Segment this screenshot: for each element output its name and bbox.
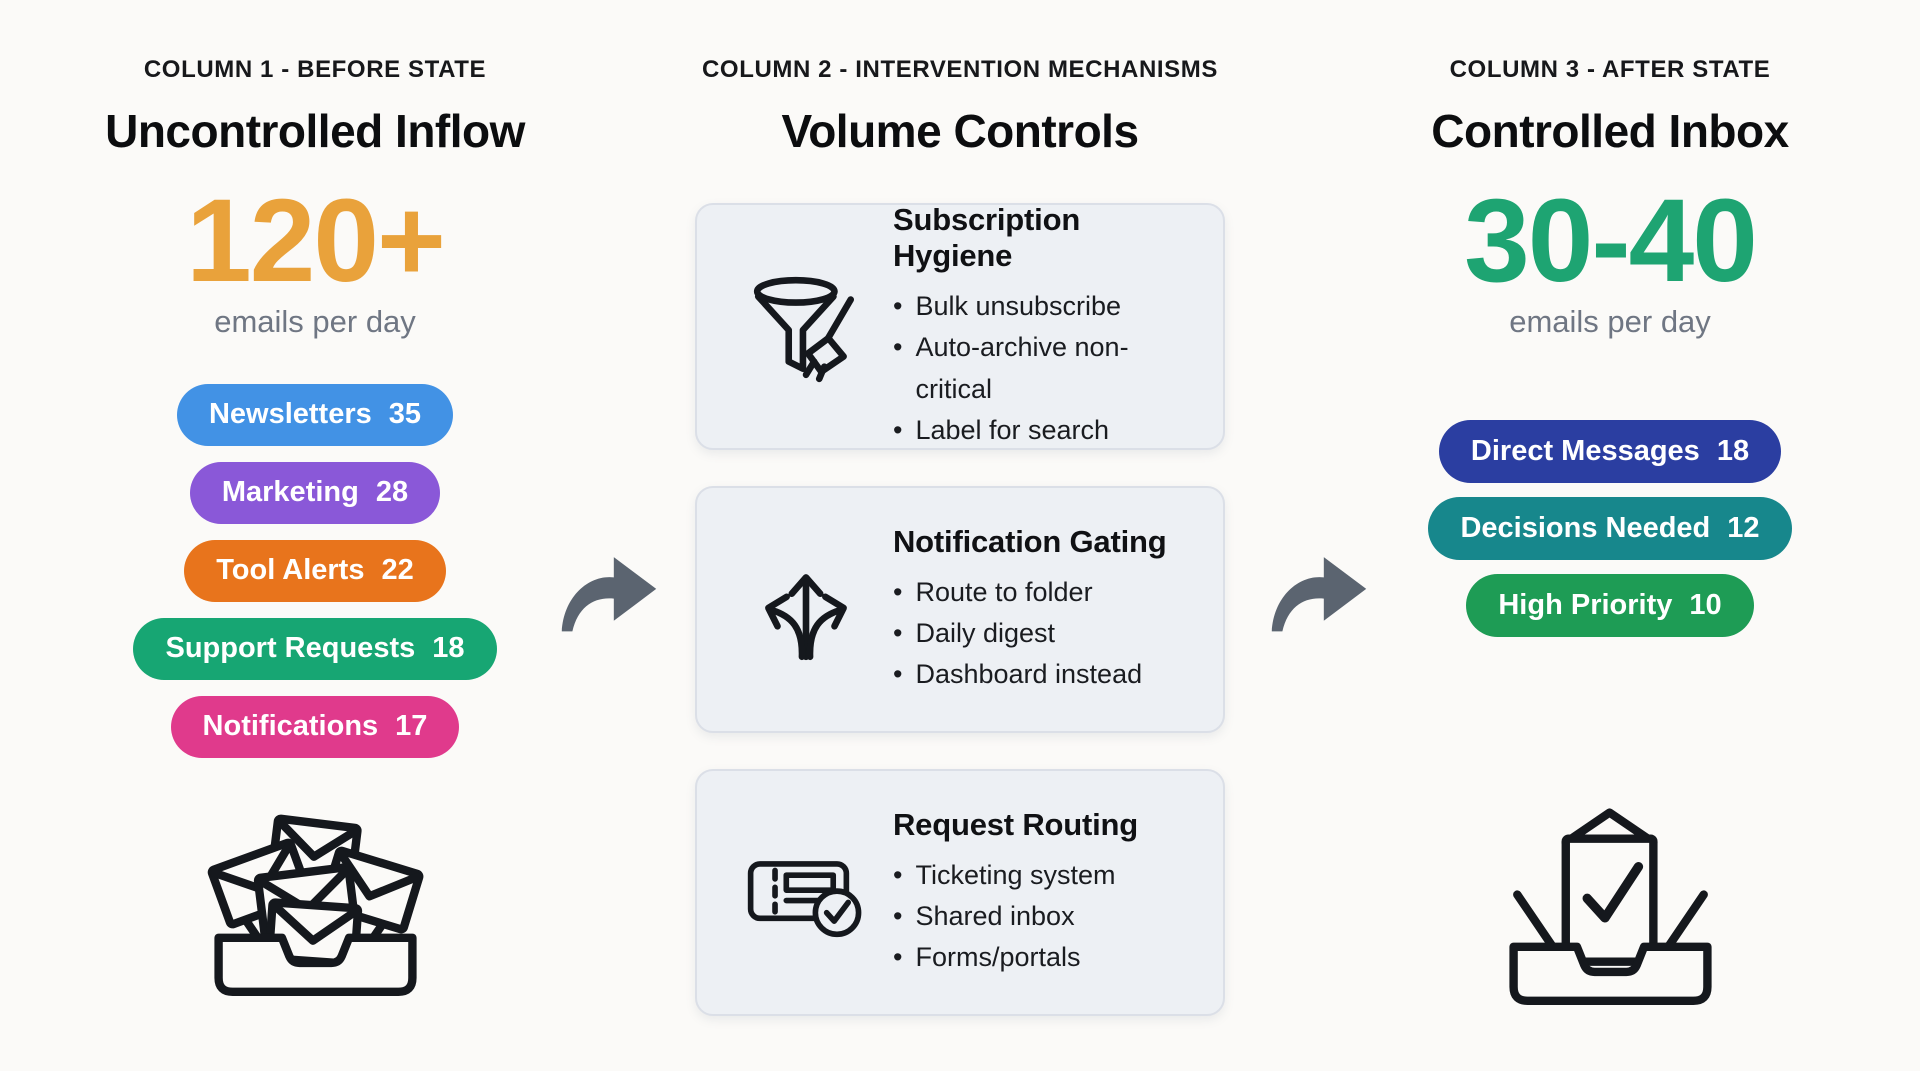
- column-before-state: COLUMN 1 - BEFORE STATE Uncontrolled Inf…: [20, 0, 610, 1071]
- pill-high-priority: High Priority 10: [1466, 573, 1754, 637]
- card-request-routing: Request Routing Ticketing system Shared …: [695, 769, 1225, 1016]
- card-title: Notification Gating: [893, 523, 1167, 559]
- card-bullet: Daily digest: [893, 613, 1197, 654]
- before-category-pills: Newsletters 35 Marketing 28 Tool Alerts …: [133, 383, 497, 758]
- card-bullet: Forms/portals: [893, 937, 1197, 978]
- pill-count: 10: [1689, 588, 1722, 621]
- card-bullet: Route to folder: [893, 572, 1197, 613]
- pill-decisions-needed: Decisions Needed 12: [1428, 496, 1792, 560]
- card-subscription-hygiene: Subscription Hygiene Bulk unsubscribe Au…: [695, 202, 1225, 450]
- pill-marketing: Marketing 28: [189, 461, 441, 524]
- card-bullet-list: Ticketing system Shared inbox Forms/port…: [893, 855, 1197, 978]
- pill-label: Support Requests: [165, 632, 416, 665]
- funnel-broom-icon: [745, 266, 867, 388]
- intervention-cards: Subscription Hygiene Bulk unsubscribe Au…: [695, 202, 1225, 1016]
- card-bullet: Auto-archive non-critical: [893, 327, 1197, 409]
- pill-count: 17: [395, 710, 428, 743]
- pill-newsletters: Newsletters 35: [176, 383, 454, 446]
- before-metric-caption: emails per day: [214, 303, 416, 339]
- column2-title: Volume Controls: [781, 105, 1139, 157]
- after-category-pills: Direct Messages 18 Decisions Needed 12 H…: [1428, 419, 1792, 637]
- column2-kicker: COLUMN 2 - INTERVENTION MECHANISMS: [702, 56, 1218, 83]
- flow-arrow-controls-to-after: [1266, 538, 1372, 636]
- card-bullet: Label for search: [893, 410, 1197, 451]
- pill-label: Marketing: [221, 476, 359, 509]
- pill-count: 18: [432, 632, 465, 665]
- column1-title: Uncontrolled Inflow: [105, 105, 525, 157]
- card-title: Request Routing: [893, 806, 1138, 842]
- pill-count: 28: [375, 476, 409, 509]
- column3-title: Controlled Inbox: [1431, 105, 1789, 157]
- card-bullet: Ticketing system: [893, 855, 1197, 896]
- pill-notifications: Notifications 17: [170, 695, 460, 758]
- card-notification-gating: Notification Gating Route to folder Dail…: [695, 486, 1225, 733]
- card-bullet: Shared inbox: [893, 896, 1197, 937]
- pill-label: Decisions Needed: [1460, 511, 1711, 544]
- pill-count: 35: [388, 398, 422, 431]
- card-bullet-list: Bulk unsubscribe Auto-archive non-critic…: [893, 286, 1197, 450]
- pill-label: Notifications: [202, 710, 379, 743]
- pill-count: 12: [1727, 511, 1760, 544]
- column3-kicker: COLUMN 3 - AFTER STATE: [1449, 56, 1771, 83]
- three-way-arrows-icon: [745, 549, 867, 671]
- ticket-check-icon: [745, 832, 867, 954]
- after-metric-caption: emails per day: [1509, 303, 1711, 339]
- pill-label: Tool Alerts: [216, 554, 365, 587]
- pill-direct-messages: Direct Messages 18: [1438, 419, 1782, 483]
- before-metric-value: 120+: [186, 175, 446, 307]
- flow-arrow-before-to-controls: [556, 538, 662, 636]
- column1-kicker: COLUMN 1 - BEFORE STATE: [143, 56, 487, 83]
- after-metric-value: 30-40: [1464, 175, 1758, 307]
- pill-support-requests: Support Requests 18: [133, 617, 497, 680]
- pill-label: Direct Messages: [1470, 434, 1700, 467]
- column-after-state: COLUMN 3 - AFTER STATE Controlled Inbox …: [1330, 0, 1890, 1071]
- pill-count: 18: [1716, 434, 1750, 467]
- column-intervention-mechanisms: COLUMN 2 - INTERVENTION MECHANISMS Volum…: [660, 0, 1260, 1071]
- overflowing-inbox-icon: [198, 798, 433, 1003]
- card-bullet-list: Route to folder Daily digest Dashboard i…: [893, 572, 1197, 695]
- inbox-check-icon: [1498, 807, 1723, 1012]
- pill-count: 22: [381, 554, 414, 587]
- card-bullet: Dashboard instead: [893, 654, 1197, 695]
- card-bullet: Bulk unsubscribe: [893, 286, 1197, 327]
- pill-label: High Priority: [1498, 588, 1673, 621]
- card-title: Subscription Hygiene: [893, 202, 1081, 274]
- pill-tool-alerts: Tool Alerts 22: [184, 539, 446, 602]
- pill-label: Newsletters: [208, 398, 372, 431]
